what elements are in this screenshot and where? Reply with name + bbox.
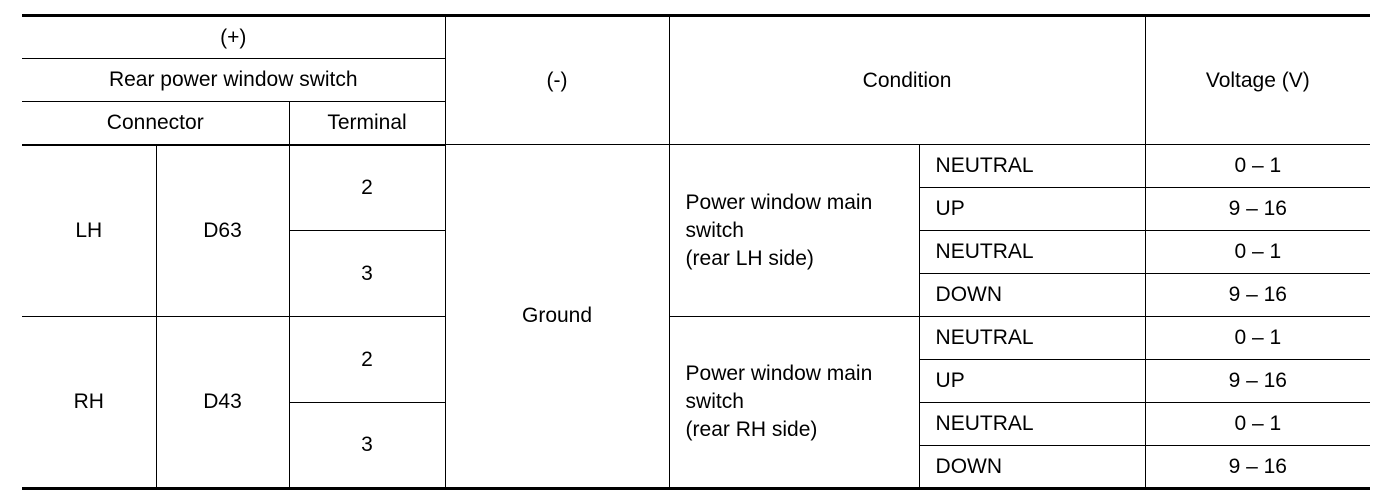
- voltage-cell: 9 – 16: [1144, 445, 1371, 489]
- voltage-cell: 0 – 1: [1144, 144, 1371, 188]
- voltage-spec-table: (+) (-) Condition Voltage (V) Rear power…: [22, 14, 1371, 490]
- plus-header: (+): [22, 15, 446, 59]
- voltage-cell: 0 – 1: [1144, 402, 1371, 446]
- condition-cell: DOWN: [919, 273, 1146, 317]
- table-row: DOWN 9 – 16: [22, 445, 1371, 489]
- voltage-header: Voltage (V): [1144, 15, 1371, 145]
- table-row: RH D43 2 Power window main switch (rear …: [22, 316, 1371, 489]
- table-row: 3 NEUTRAL 0 – 1: [22, 230, 1371, 317]
- ground-cell: Ground: [444, 144, 670, 489]
- table-row: LH D63 2 Ground Power window main switch…: [22, 144, 1371, 489]
- switch-cell-lh: Power window main switch (rear LH side): [668, 144, 920, 317]
- terminal-cell: 2: [288, 144, 446, 231]
- rear-switch-header: Rear power window switch: [22, 58, 446, 102]
- terminal-cell: 3: [289, 402, 446, 489]
- condition-header: Condition: [668, 15, 1146, 145]
- condition-cell: NEUTRAL: [918, 230, 1146, 274]
- voltage-cell: 9 – 16: [1144, 359, 1371, 403]
- switch-line: switch: [685, 390, 744, 413]
- voltage-cell: 0 – 1: [1144, 230, 1371, 274]
- terminal-cell: 2: [288, 316, 446, 403]
- side-cell-lh: LH: [22, 144, 157, 317]
- connector-cell-rh: D43: [155, 316, 290, 489]
- connector-header: Connector: [22, 101, 290, 146]
- switch-cell-rh: Power window main switch (rear RH side): [668, 316, 920, 489]
- condition-cell: DOWN: [919, 445, 1146, 489]
- switch-line: Power window main: [685, 190, 873, 214]
- condition-cell: NEUTRAL: [918, 144, 1146, 188]
- switch-line: (rear RH side): [685, 418, 818, 441]
- condition-cell: UP: [919, 187, 1146, 231]
- table-row: DOWN 9 – 16: [22, 273, 1371, 317]
- voltage-cell: 0 – 1: [1144, 316, 1371, 360]
- switch-line: (rear LH side): [685, 246, 814, 270]
- connector-cell-lh: D63: [155, 144, 290, 317]
- condition-cell: NEUTRAL: [918, 316, 1146, 360]
- table-row: UP 9 – 16: [22, 187, 1371, 231]
- minus-header: (-): [444, 15, 670, 145]
- table-row: 3 NEUTRAL 0 – 1: [22, 402, 1371, 489]
- condition-cell: UP: [919, 359, 1146, 403]
- switch-line: switch: [685, 218, 744, 242]
- terminal-header: Terminal: [288, 101, 446, 146]
- switch-line: Power window main: [685, 362, 873, 385]
- voltage-cell: 9 – 16: [1144, 187, 1371, 231]
- side-cell-rh: RH: [22, 316, 157, 489]
- terminal-cell: 3: [289, 230, 446, 317]
- voltage-cell: 9 – 16: [1144, 273, 1371, 317]
- condition-cell: NEUTRAL: [918, 402, 1146, 446]
